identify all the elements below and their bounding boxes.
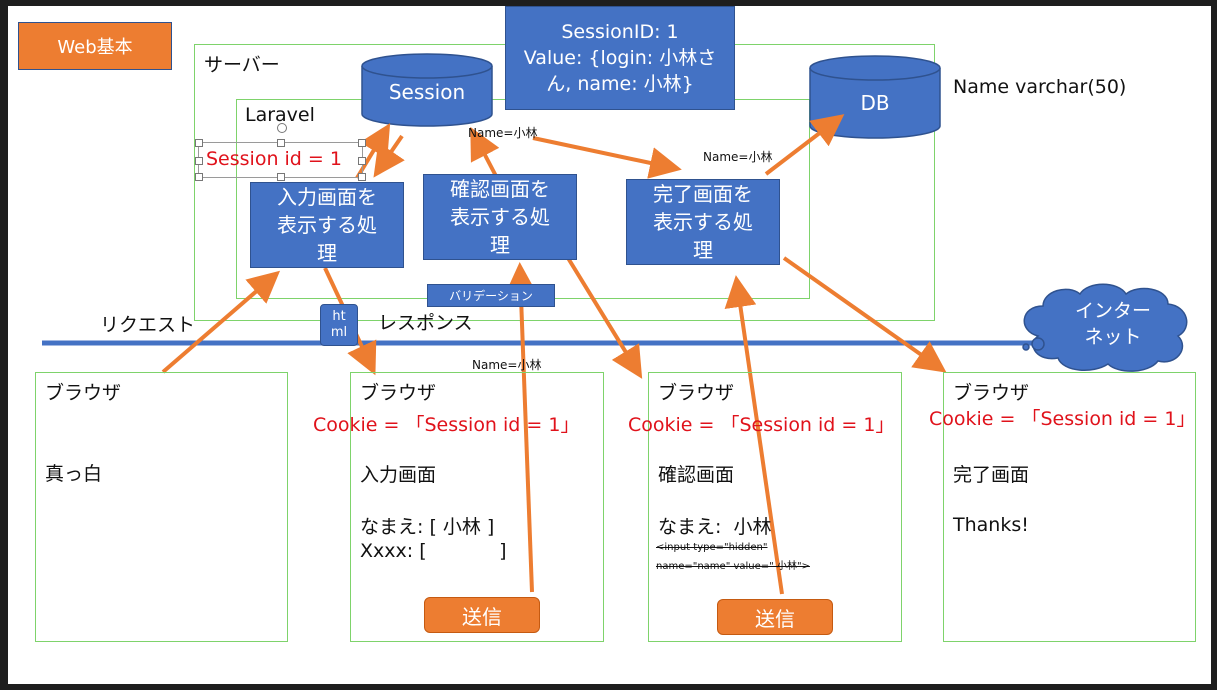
browser-1-body: 真っ白	[45, 463, 103, 485]
confirm-process-box: 確認画面を 表示する処 理	[423, 174, 577, 260]
html-line1: ht	[332, 309, 346, 324]
complete-process-box: 完了画面を 表示する処 理	[626, 179, 780, 265]
resize-handle-bl[interactable]	[195, 173, 203, 181]
resize-handle-ml[interactable]	[195, 157, 203, 165]
browser-panel-1	[35, 372, 288, 642]
browser-4-cookie: Cookie = 「Session id = 1」	[929, 408, 1196, 430]
send-button-input-label: 送信	[462, 604, 502, 629]
complete-process-line3: 理	[693, 238, 713, 262]
diagram-graphics	[42, 53, 1188, 595]
resize-handle-tm[interactable]	[277, 139, 285, 147]
name-label-db: Name=小林	[703, 150, 773, 164]
input-process-box: 入力画面を 表示する処 理	[250, 182, 404, 268]
resize-handle-mr[interactable]	[358, 157, 366, 165]
browser-3-title: ブラウザ	[658, 382, 735, 404]
html-box: ht ml	[320, 304, 358, 346]
laravel-label: Laravel	[245, 104, 315, 126]
slide-canvas: Web基本 サーバー Laravel SessionID: 1 Value: {…	[8, 6, 1211, 684]
browser-2-cookie: Cookie = 「Session id = 1」	[313, 414, 580, 436]
cloud-label: インター ネット	[1053, 298, 1173, 350]
session-cylinder-label: Session	[388, 80, 466, 104]
confirm-process-line2: 表示する処	[450, 205, 550, 229]
send-button-confirm[interactable]: 送信	[717, 599, 833, 635]
cloud-line2: ネット	[1084, 326, 1142, 348]
resize-handle-br[interactable]	[358, 173, 366, 181]
send-button-confirm-label: 送信	[755, 606, 795, 631]
browser-2-screen: 入力画面	[360, 464, 437, 486]
session-info-line1: SessionID: 1	[561, 21, 679, 43]
browser-panel-3	[648, 372, 902, 642]
session-id-text: Session id = 1	[206, 148, 342, 170]
browser-4-title: ブラウザ	[953, 382, 1030, 404]
cloud-line1: インター	[1074, 300, 1151, 322]
db-cylinder-label: DB	[860, 91, 890, 115]
browser-2-field2: Xxxx: [ ]	[360, 540, 507, 562]
session-info-line3: ん, name: 小林}	[546, 73, 694, 95]
browser-2-field1: なまえ: [ 小林 ]	[360, 516, 495, 538]
rotate-handle-icon[interactable]	[277, 123, 287, 133]
browser-4-body: Thanks!	[953, 514, 1029, 536]
session-info-line2: Value: {login: 小林さ	[523, 47, 717, 69]
input-process-line3: 理	[317, 241, 337, 265]
input-process-line1: 入力画面を	[277, 185, 377, 209]
badge-label: Web基本	[57, 37, 133, 58]
confirm-process-line3: 理	[490, 233, 510, 257]
browser-3-field1: なまえ: 小林	[658, 516, 772, 538]
validation-label: バリデーション	[449, 289, 533, 303]
html-line2: ml	[330, 325, 348, 340]
send-button-input[interactable]: 送信	[424, 597, 540, 633]
session-info-box: SessionID: 1 Value: {login: 小林さ ん, name:…	[505, 6, 735, 110]
browser-panel-4	[943, 372, 1196, 642]
browser-3-cookie: Cookie = 「Session id = 1」	[628, 414, 895, 436]
request-label: リクエスト	[100, 314, 196, 336]
confirm-process-line1: 確認画面を	[450, 177, 550, 201]
complete-process-line1: 完了画面を	[653, 182, 753, 206]
resize-handle-tr[interactable]	[358, 139, 366, 147]
flow-arrows	[161, 114, 947, 595]
hidden-input-line2: name="name" value=" 小林">	[656, 561, 810, 572]
resize-handle-tl[interactable]	[195, 139, 203, 147]
input-process-line2: 表示する処	[277, 213, 377, 237]
resize-handle-bm[interactable]	[277, 173, 285, 181]
validation-box: バリデーション	[427, 284, 555, 307]
session-id-textbox[interactable]: Session id = 1	[195, 123, 366, 181]
web-basics-badge: Web基本	[18, 22, 172, 70]
browser-1-title: ブラウザ	[45, 382, 122, 404]
browser-4-screen: 完了画面	[953, 464, 1030, 486]
browser-panel-2	[350, 372, 604, 642]
response-label: レスポンス	[378, 312, 473, 334]
browser-2-title: ブラウザ	[360, 382, 437, 404]
name-label-mid: Name=小林	[472, 358, 542, 372]
name-label-top: Name=小林	[468, 126, 538, 140]
hidden-input-line1: <input type="hidden"	[656, 542, 768, 553]
browser-3-screen: 確認画面	[658, 464, 735, 486]
complete-process-line2: 表示する処	[653, 210, 753, 234]
session-cylinder-icon	[361, 53, 493, 127]
server-label: サーバー	[204, 54, 280, 76]
internet-cloud-icon	[1023, 283, 1188, 372]
name-varchar-label: Name varchar(50)	[953, 76, 1127, 98]
